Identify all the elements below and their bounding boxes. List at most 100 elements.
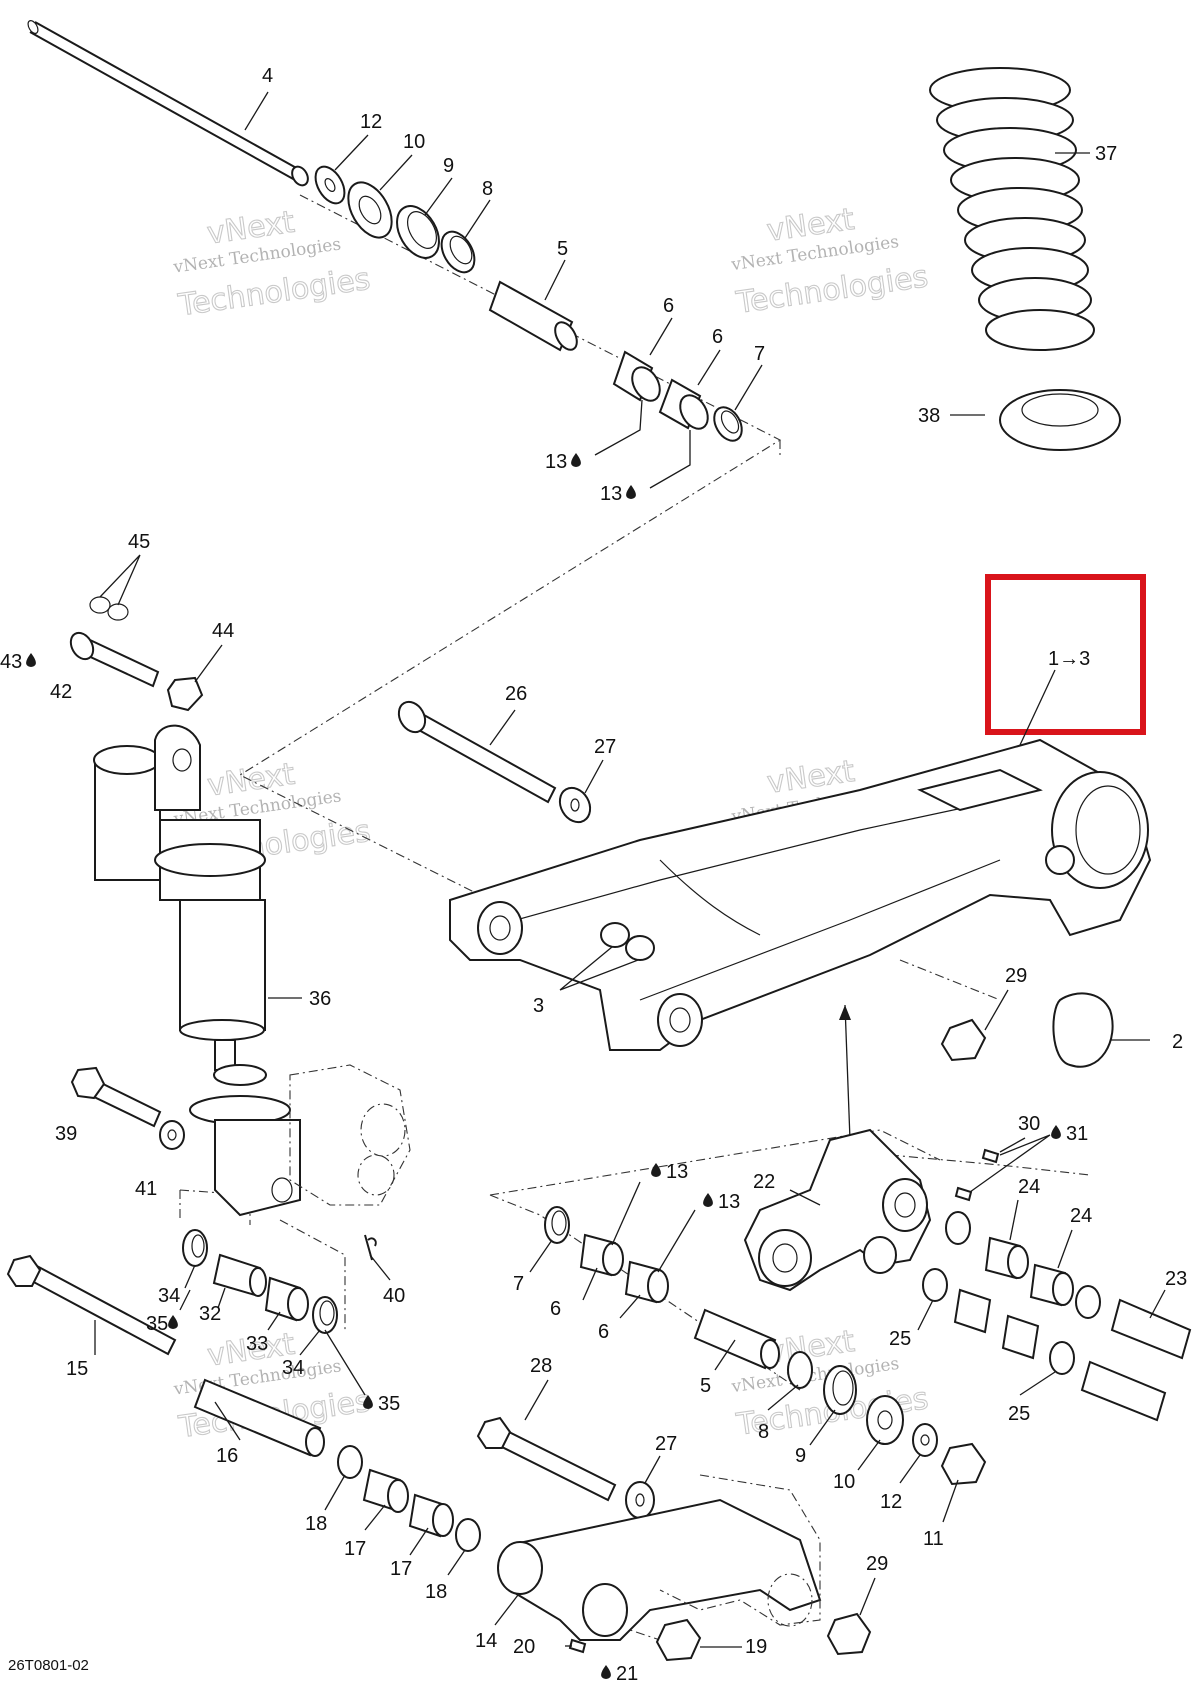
ring-18a [337, 1445, 363, 1479]
ring [823, 1365, 857, 1415]
ring [787, 1351, 813, 1389]
grease-fitting-20 [568, 1638, 587, 1654]
grease-drop-icon [168, 1315, 178, 1329]
fitting [568, 1638, 587, 1654]
leader-line [999, 1137, 1026, 1153]
arm-dash [659, 1474, 821, 1626]
swing-arm-body [449, 738, 1152, 1051]
ring-7a [713, 406, 743, 442]
callout-36: 36 [309, 988, 331, 1010]
bearing-end [387, 1479, 409, 1513]
pin-head [69, 631, 95, 661]
bearing-24a [984, 1236, 1029, 1280]
bearing-end [1052, 1272, 1074, 1306]
washer-hole [324, 178, 336, 192]
ring [544, 1206, 570, 1244]
swing-arm-eye-bore [669, 1007, 691, 1033]
seal-10 [347, 181, 393, 239]
seal-10b [866, 1395, 904, 1445]
leader-line [789, 1189, 821, 1206]
swing-arm-eye-bore [489, 915, 511, 941]
leader-line [582, 1267, 598, 1301]
leader-line [899, 1454, 921, 1484]
bearing-right-c [953, 1288, 992, 1334]
callout-33: 33 [246, 1333, 268, 1355]
callout-10b: 10 [833, 1471, 855, 1493]
bolt-shank [26, 1263, 177, 1356]
arm-eye [497, 1541, 543, 1595]
ring-34a [182, 1229, 208, 1267]
ring-inner [832, 1370, 854, 1406]
cap [1052, 992, 1114, 1068]
bolt-head [397, 700, 427, 734]
washer [159, 1120, 185, 1150]
callout-24a: 24 [1018, 1176, 1040, 1198]
leader-line [559, 946, 639, 991]
callout-13b: 13 [600, 483, 622, 505]
seal-inner [877, 1410, 893, 1430]
bearing-end [631, 366, 661, 402]
leader-line [267, 1311, 281, 1331]
callout-34b: 34 [282, 1357, 304, 1379]
shock-body-end [179, 1019, 265, 1041]
bolt-15 [6, 1254, 177, 1356]
bearing-end [432, 1503, 454, 1537]
callout-8a: 8 [482, 178, 493, 200]
leader-line [644, 1455, 661, 1484]
ring [922, 1268, 948, 1302]
callout-27b: 27 [655, 1433, 677, 1455]
callout-35b: 35 [378, 1393, 400, 1415]
bushing-end [249, 1267, 267, 1297]
leader-line [697, 349, 721, 386]
leader-line [1009, 1199, 1019, 1241]
bearing-right-d [1001, 1314, 1040, 1360]
swing-arm-edge [479, 799, 1001, 931]
leader-line [594, 399, 643, 456]
swing-arm-pivot [1051, 771, 1149, 889]
grease-drop-icon [571, 453, 581, 467]
bearing-end [287, 1287, 309, 1321]
leader-line [1019, 669, 1056, 746]
ring-25b [1049, 1341, 1075, 1375]
bearing-end [679, 394, 709, 430]
ring-inner [720, 410, 740, 434]
bushing-32 [212, 1253, 267, 1297]
callout-37: 37 [1095, 143, 1117, 165]
seat-outer [999, 389, 1121, 451]
leader-line [334, 134, 369, 171]
shock-bumper [213, 1064, 267, 1086]
callout-42: 42 [50, 681, 72, 703]
leader-line [917, 1299, 934, 1331]
highlight-label: 1→3 [1048, 648, 1090, 670]
callout-45: 45 [128, 531, 150, 553]
bushing-5 [488, 280, 578, 352]
leader-line [767, 1384, 799, 1411]
shock-reservoir [94, 759, 161, 881]
bearing-body [953, 1288, 992, 1334]
washer [912, 1423, 938, 1457]
ring-inner [551, 1210, 567, 1236]
seal [866, 1395, 904, 1445]
shaft-4 [27, 20, 309, 187]
bearing-end [1007, 1245, 1029, 1279]
washer-hole [920, 1434, 930, 1446]
leader-line [984, 989, 1009, 1031]
shock-top-mount [154, 724, 201, 811]
ring-7b [544, 1206, 570, 1244]
leader-line [584, 759, 604, 794]
drawing-code: 26T0801-02 [8, 1657, 89, 1674]
ring [312, 1296, 338, 1334]
shaft-end [27, 20, 39, 34]
grease-drop-icon [601, 1665, 611, 1679]
spacer-16 [193, 1378, 325, 1457]
leader-line [1057, 1229, 1073, 1269]
washer-41 [159, 1120, 185, 1150]
spring-coil [985, 309, 1095, 351]
bolt-shank [406, 708, 557, 804]
bracket-dash [360, 1103, 406, 1157]
bolt-head [70, 1066, 106, 1100]
callout-25b: 25 [1008, 1403, 1030, 1425]
nut [940, 1442, 987, 1486]
shock-absorber-36 [93, 724, 301, 1217]
